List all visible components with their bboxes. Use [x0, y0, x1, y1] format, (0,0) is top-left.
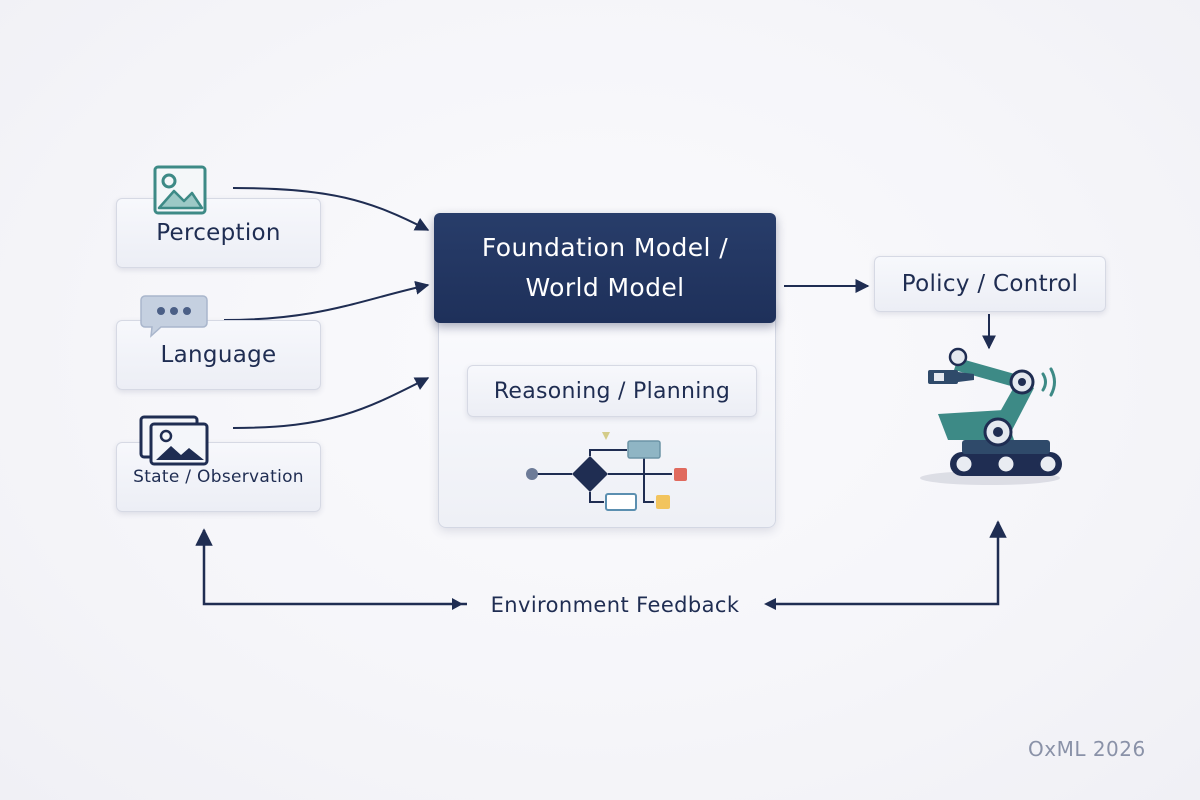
robot-arm-icon [918, 340, 1078, 494]
language-to-model-arrow [223, 280, 430, 321]
language-label: Language [160, 342, 277, 368]
image-icon [152, 164, 208, 220]
reasoning-box: Reasoning / Planning [467, 365, 757, 417]
watermark: OxML 2026 [1028, 737, 1146, 761]
stacked-images-icon [138, 414, 212, 470]
flowchart-icon [522, 428, 697, 522]
feedback-right-arrow [768, 520, 1007, 606]
policy-box: Policy / Control [874, 256, 1106, 312]
state-box: State / Observation [116, 442, 321, 512]
perception-label: Perception [156, 220, 281, 246]
reasoning-label: Reasoning / Planning [493, 378, 731, 404]
state-label: State / Observation [133, 467, 304, 487]
state-to-model-arrow [232, 377, 430, 429]
chat-bubble-icon [139, 293, 209, 343]
feedback-right-head [764, 598, 776, 610]
model-title-line2: World Model [525, 273, 685, 302]
model-title-line1: Foundation Model / [481, 233, 729, 262]
foundation-model-box: Foundation Model / World Model [434, 213, 776, 323]
perception-box: Perception [116, 198, 321, 268]
feedback-left-arrow [195, 528, 467, 606]
policy-label: Policy / Control [901, 271, 1079, 297]
language-box: Language [116, 320, 321, 390]
feedback-left-head [452, 598, 463, 610]
perception-to-model-arrow [232, 187, 430, 231]
environment-feedback-label: Environment Feedback [490, 593, 740, 617]
